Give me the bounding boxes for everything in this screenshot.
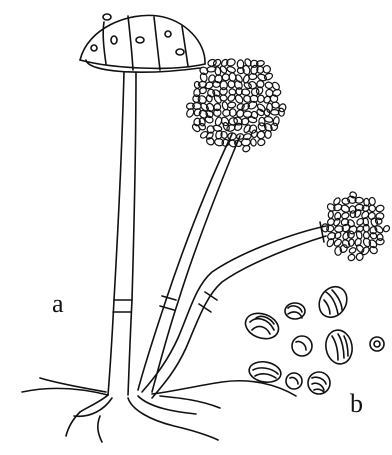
sporangium-spore — [326, 231, 336, 241]
sporangium-spore — [369, 226, 378, 235]
sporangium-spore — [256, 103, 266, 113]
small-sporangium — [322, 191, 391, 262]
label-a: a — [48, 289, 68, 319]
sporangium-spore — [368, 245, 378, 255]
spore — [286, 373, 302, 389]
rhizoids — [22, 378, 296, 442]
middle-sporangiophore — [138, 134, 240, 392]
sporangium-spore — [250, 138, 257, 146]
sporangium-spore — [226, 66, 236, 74]
label-b: b — [346, 389, 367, 419]
sporangium-spore — [255, 86, 263, 95]
sporangium-spore — [251, 130, 258, 138]
dome-sporangium — [80, 14, 205, 72]
sporangium-spore — [236, 103, 245, 111]
sporangium-spore — [382, 224, 390, 233]
spore — [370, 337, 384, 351]
spore — [308, 372, 330, 394]
sporangium-spore — [272, 116, 279, 126]
sporangium-spore — [257, 138, 266, 146]
sporangium-spore — [348, 239, 355, 247]
sporangium-spore — [369, 197, 376, 205]
spore — [314, 282, 353, 323]
spore — [323, 328, 355, 366]
sporangium-spore — [326, 225, 334, 233]
sporangium-spore — [376, 238, 385, 245]
sporangium-spore — [375, 204, 385, 212]
sporangium-spore — [354, 209, 363, 219]
sporangium-spore — [328, 211, 334, 219]
round-sporangium — [185, 58, 287, 153]
right-sporangiophore — [142, 222, 326, 398]
sporangium-spore — [342, 231, 351, 241]
tall-sporangiophore — [108, 72, 136, 395]
loose-spores — [242, 282, 384, 394]
sporangium-spore — [342, 198, 350, 205]
sporangium-spore — [263, 72, 273, 81]
sporangium-spore — [347, 253, 356, 261]
sporangium-spore — [348, 247, 356, 254]
sporangium-spore — [227, 102, 236, 109]
sporangium-spore — [270, 109, 279, 115]
spore — [292, 336, 312, 356]
sporangium-spore — [272, 102, 280, 109]
sporangium-spore — [222, 74, 229, 81]
